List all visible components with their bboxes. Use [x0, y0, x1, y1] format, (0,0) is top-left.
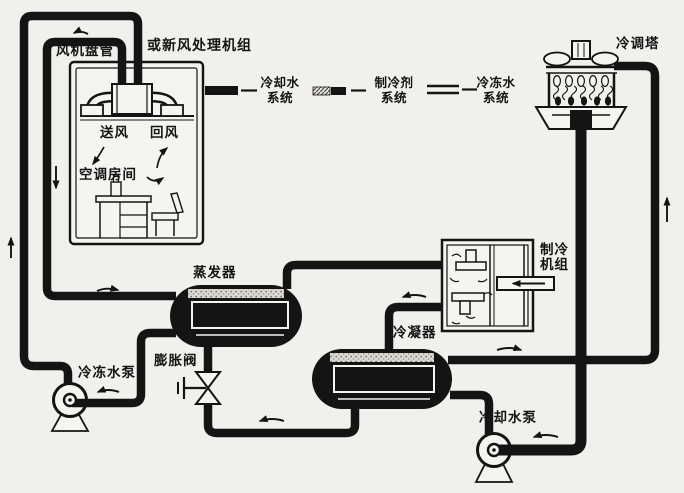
room-furniture [95, 174, 184, 239]
legend-cooling-water-sub: 系统 [266, 89, 293, 105]
chiller-unit-label-line1: 制冷 [540, 242, 569, 258]
legend-refrigerant-name: 制冷剂 [374, 75, 414, 90]
chilled-water-pump-hub [62, 392, 78, 408]
cooling-water-pump-symbol [474, 432, 514, 483]
air-flow-arrows [92, 146, 169, 186]
basin-outlet-stub [570, 110, 592, 130]
legend-chilled-water-label: 冷冻水 系统 [472, 75, 520, 105]
condenser-to-tower-pipe [448, 61, 660, 365]
fan-motor [571, 40, 591, 60]
legend-cooling-water-label: 冷却水 系统 [256, 75, 304, 105]
legend-refrigerant-sub: 系统 [380, 89, 407, 105]
fan-blade-left [543, 51, 571, 67]
legend-chilled-water-sub: 系统 [482, 89, 509, 105]
tower-fill-media [552, 74, 614, 106]
cooling-water-pump-hub [486, 442, 502, 458]
expansion-valve-symbol [177, 371, 222, 405]
chiller-unit-label-line2: 机组 [540, 257, 569, 273]
cooling-tower-label: 冷调塔 [616, 36, 660, 52]
evaporator-label: 蒸发器 [193, 265, 237, 281]
legend-symbol-cooling-water [205, 86, 257, 95]
room-label: 空调房间 [79, 167, 137, 183]
return-air-label: 回风 [150, 125, 179, 141]
fresh-air-unit-label: 或新风处理机组 [147, 38, 252, 54]
expansion-valve-label: 膨胀阀 [154, 353, 198, 369]
tower-to-pump-pipe [496, 120, 587, 456]
chiller-unit-label: 制冷 机组 [540, 243, 569, 273]
evaporator-to-pump-pipe [72, 328, 176, 408]
compressor-to-condenser-pipe [384, 302, 446, 352]
chilled-water-pump-label: 冷冻水泵 [78, 365, 136, 381]
compressor-unit [440, 238, 555, 333]
flow-arrows [7, 26, 671, 438]
chilled-water-return-pipe [42, 37, 176, 301]
pump-to-condenser-pipe [450, 390, 494, 438]
legend-cooling-water-name: 冷却水 [260, 75, 300, 90]
legend-refrigerant-label: 制冷剂 系统 [370, 75, 418, 105]
condenser-vessel [312, 349, 452, 409]
legend-symbol-chilled-water [427, 84, 477, 95]
condenser-to-valve-pipe [203, 404, 360, 438]
cooling-water-pump-label: 冷却水泵 [479, 410, 537, 426]
supply-air-label: 送风 [100, 125, 129, 141]
fan-blade-right [591, 51, 619, 67]
condenser-label: 冷凝器 [393, 325, 437, 341]
legend-symbol-refrigerant [312, 86, 366, 96]
fan-coil-unit [80, 83, 184, 117]
evaporator-vessel [170, 285, 302, 347]
legend-chilled-water-name: 冷冻水 [476, 75, 516, 90]
fan-coil-label: 风机盘管 [56, 43, 114, 59]
chilled-water-supply-pipe [19, 11, 143, 392]
evaporator-to-compressor-pipe [282, 260, 446, 289]
